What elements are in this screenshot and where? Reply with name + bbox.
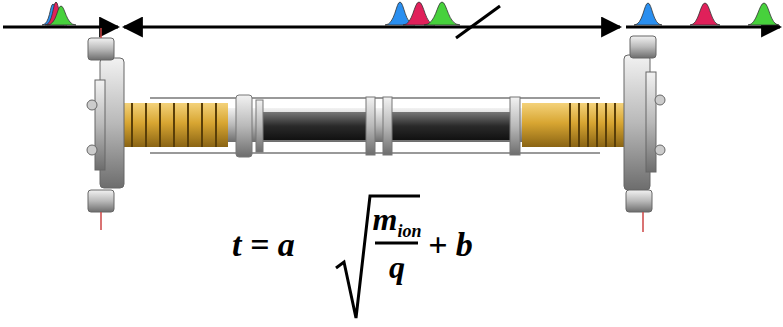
formula-offset: + b — [428, 228, 473, 262]
formula-mass: m — [373, 203, 398, 235]
sqrt-sign — [336, 196, 420, 318]
formula-lhs: t = a — [232, 228, 295, 262]
source-flange — [87, 28, 124, 230]
detector-stack — [522, 103, 628, 147]
flight-axis — [3, 26, 780, 29]
pointer-line — [456, 6, 500, 38]
formula-charge: q — [389, 251, 405, 283]
detector-flange — [624, 36, 665, 232]
ion-peaks — [42, 2, 779, 25]
formula-subscript: ion — [397, 222, 421, 240]
acceleration-stack — [118, 103, 228, 147]
